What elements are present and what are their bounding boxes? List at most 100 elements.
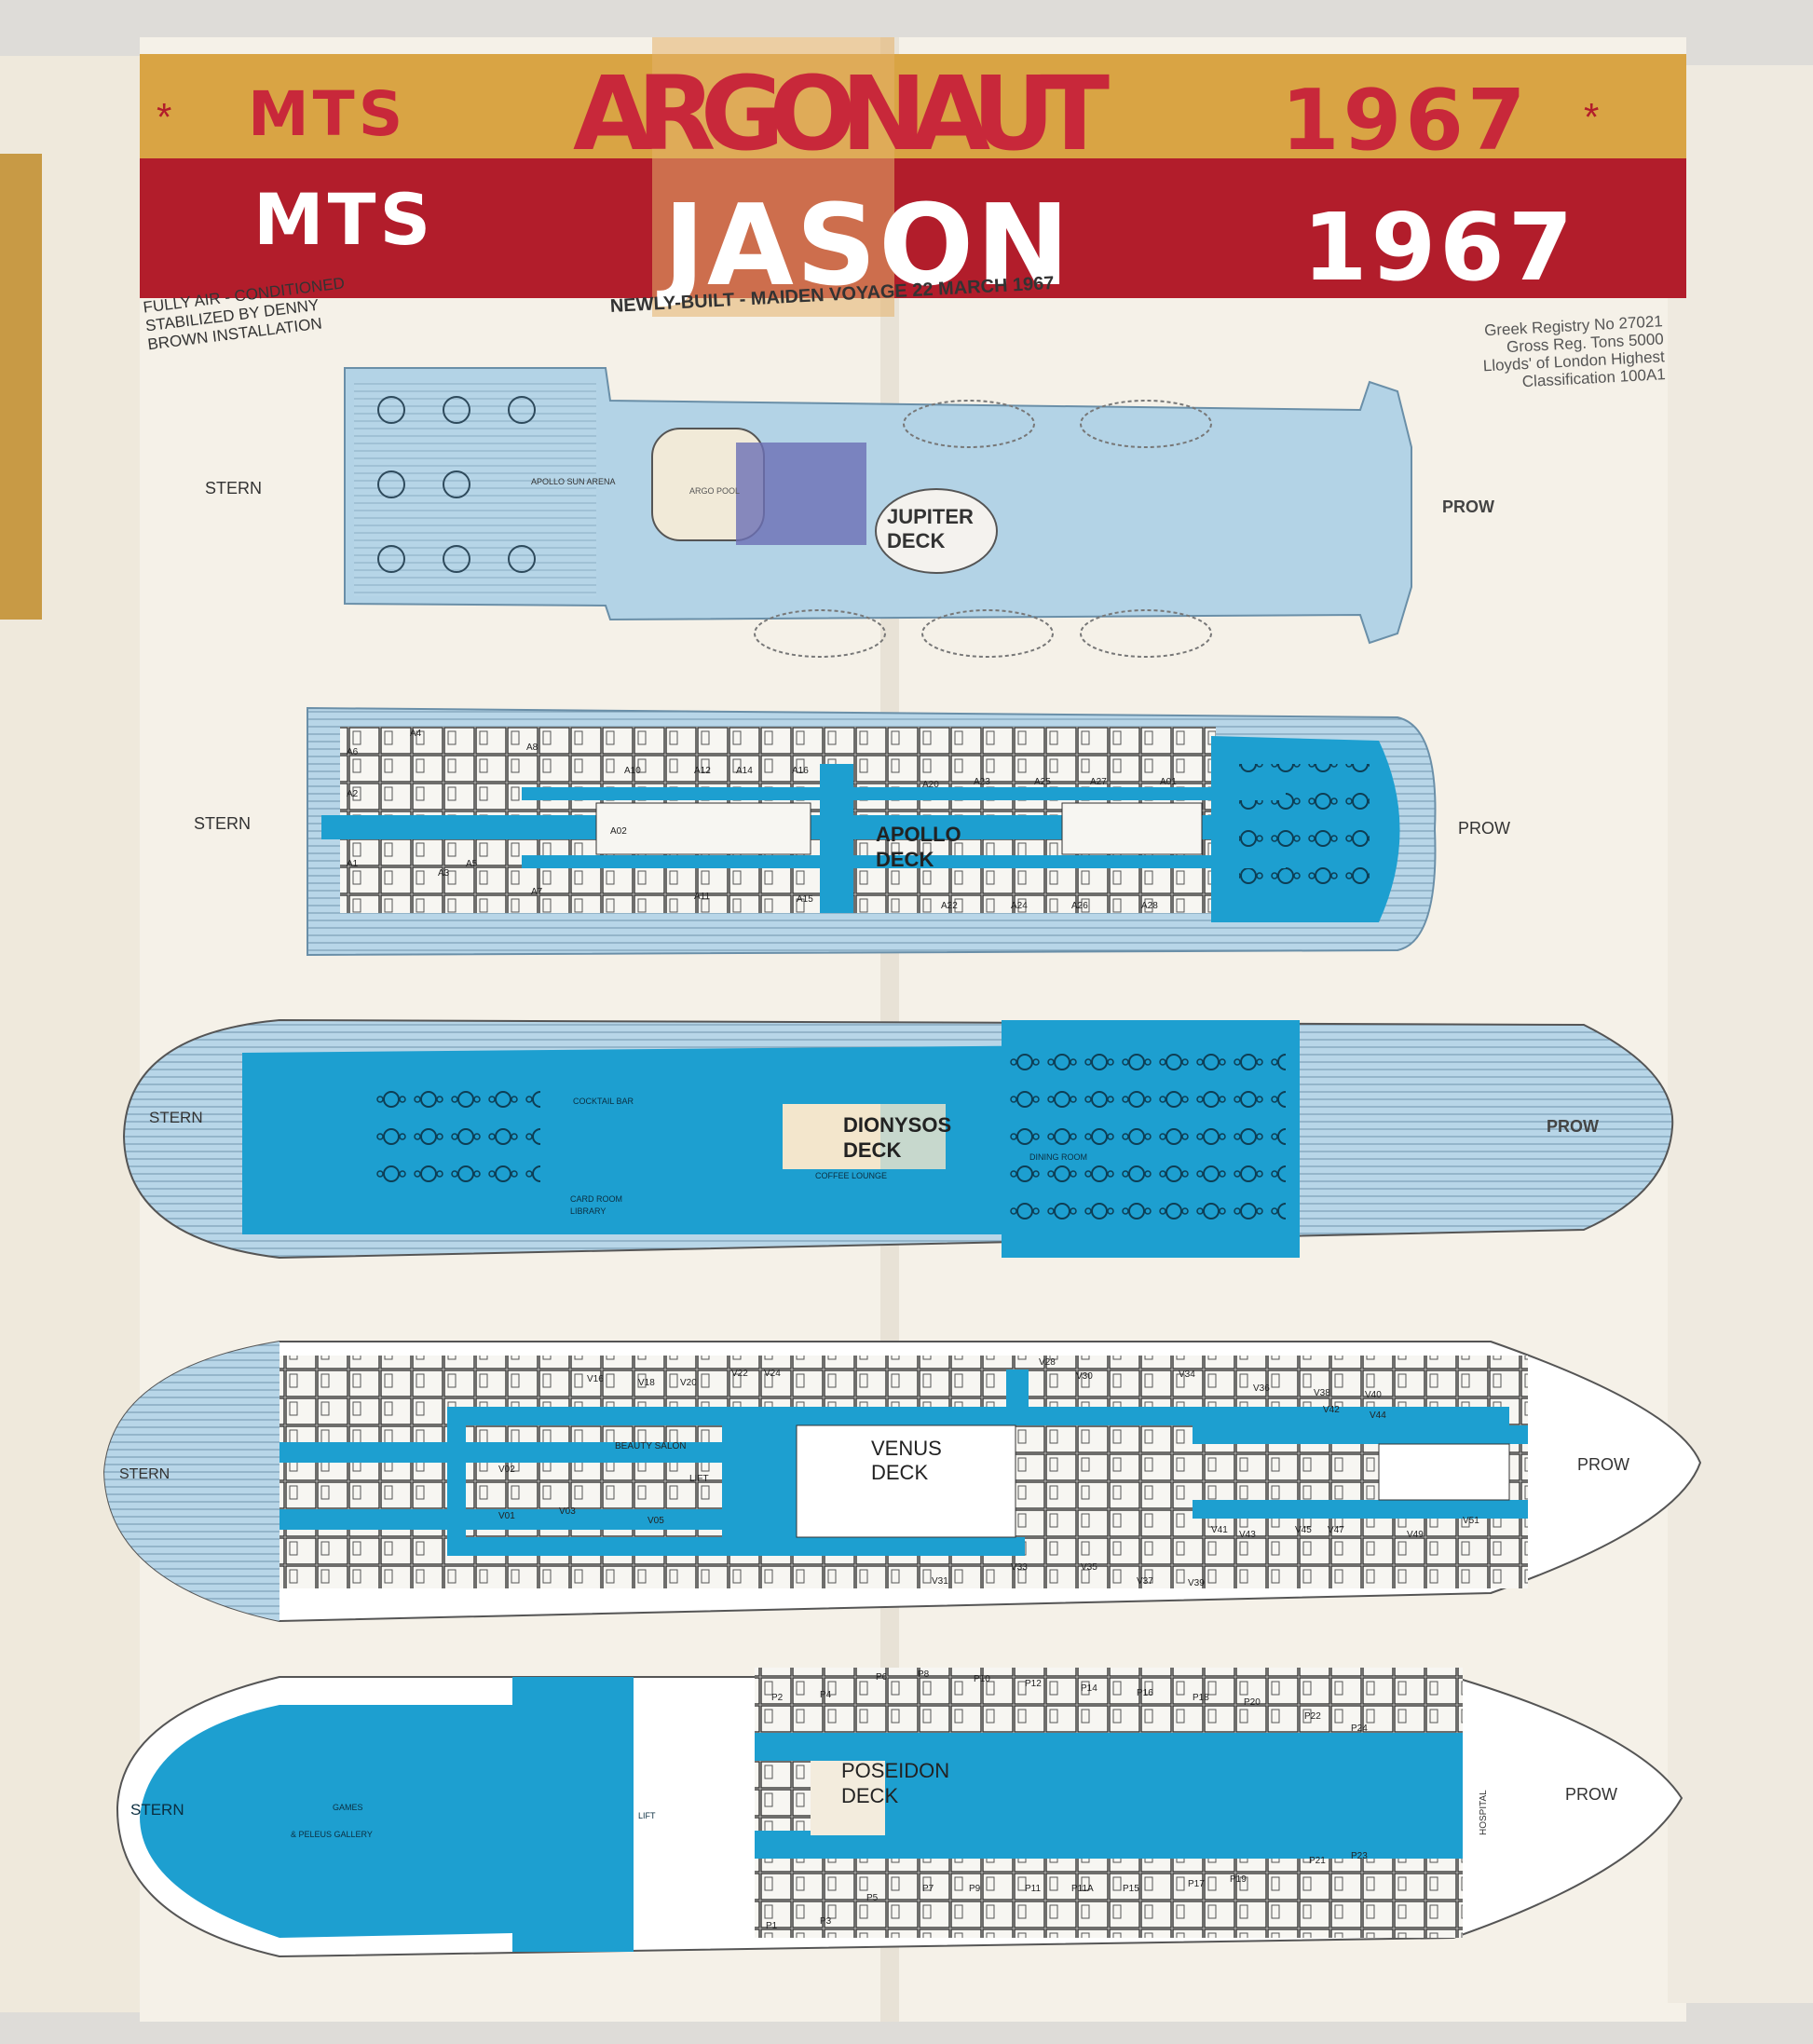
svg-text:V43: V43: [1239, 1530, 1256, 1540]
svg-text:P15: P15: [1123, 1884, 1139, 1894]
svg-text:P16: P16: [1137, 1688, 1153, 1698]
svg-text:A01: A01: [1160, 777, 1177, 787]
svg-text:V36: V36: [1253, 1383, 1270, 1394]
svg-text:V24: V24: [764, 1369, 781, 1379]
right-note: Greek Registry No 27021 Gross Reg. Tons …: [1482, 312, 1666, 390]
cabin-numbers: P2 P4 P6 P8 P10 P12 P14 P16 P18 P20 P22 …: [766, 1669, 1368, 1931]
svg-text:A15: A15: [797, 894, 813, 905]
svg-text:P22: P22: [1304, 1711, 1321, 1722]
svg-text:A16: A16: [792, 766, 809, 776]
svg-text:APOLLO SUN ARENA: APOLLO SUN ARENA: [531, 477, 616, 486]
svg-text:P1: P1: [766, 1921, 778, 1931]
prow-label: PROW: [1547, 1117, 1599, 1136]
svg-text:P8: P8: [918, 1669, 930, 1680]
main-band-year: 1967: [1302, 193, 1576, 302]
svg-text:V01: V01: [498, 1511, 515, 1521]
svg-text:DECK: DECK: [843, 1138, 901, 1162]
svg-text:V30: V30: [1076, 1371, 1093, 1382]
main-band-prefix: MTS: [253, 178, 434, 261]
venus-deck-plan[interactable]: STERN PROW VENUS DECK BEAUTY SALON LIFT …: [102, 1341, 1702, 1623]
svg-text:A10: A10: [624, 766, 641, 776]
svg-text:COFFEE LOUNGE: COFFEE LOUNGE: [815, 1171, 887, 1180]
svg-text:P17: P17: [1188, 1879, 1205, 1889]
svg-text:BEAUTY SALON: BEAUTY SALON: [615, 1441, 687, 1451]
svg-text:V31: V31: [932, 1576, 948, 1587]
svg-text:A6: A6: [347, 747, 359, 757]
svg-text:P19: P19: [1230, 1874, 1247, 1885]
asterisk-ornament: *: [1584, 95, 1599, 139]
svg-text:V35: V35: [1081, 1562, 1097, 1573]
svg-text:P21: P21: [1309, 1856, 1326, 1866]
cabin-numbers: A1 A2 A3 A4 A5 A6 A7 A8 A10 A11 A12 A14 …: [347, 729, 1177, 911]
svg-text:A28: A28: [1141, 901, 1158, 911]
svg-text:P24: P24: [1351, 1724, 1368, 1734]
svg-text:A7: A7: [531, 887, 543, 897]
svg-text:P20: P20: [1244, 1697, 1261, 1708]
prow-label: PROW: [1565, 1785, 1617, 1804]
dionysos-deck-plan[interactable]: STERN PROW DIONYSOS DECK COCKTAIL BAR CA…: [122, 1018, 1674, 1260]
svg-text:V22: V22: [731, 1369, 748, 1379]
stern-label: STERN: [205, 479, 262, 497]
svg-text:V49: V49: [1407, 1530, 1424, 1540]
svg-text:DECK: DECK: [876, 848, 934, 871]
svg-text:P18: P18: [1193, 1693, 1209, 1703]
svg-text:A3: A3: [438, 868, 450, 879]
svg-text:A23: A23: [974, 777, 990, 787]
poseidon-deck-plan[interactable]: STERN PROW POSEIDON DECK GAMES & PELEUS …: [116, 1668, 1684, 1958]
svg-text:P4: P4: [820, 1690, 832, 1700]
gold-band: [140, 54, 1686, 158]
svg-text:A26: A26: [1071, 901, 1088, 911]
svg-text:P6: P6: [876, 1672, 888, 1683]
svg-text:V39: V39: [1188, 1578, 1205, 1588]
stern-label: STERN: [149, 1109, 203, 1126]
svg-text:LIBRARY: LIBRARY: [570, 1206, 606, 1216]
stern-label: STERN: [130, 1801, 184, 1819]
top-band-year: 1967: [1281, 72, 1530, 170]
svg-text:V03: V03: [559, 1506, 576, 1517]
svg-text:V34: V34: [1179, 1369, 1195, 1380]
svg-text:A27: A27: [1090, 777, 1107, 787]
svg-text:V16: V16: [587, 1374, 604, 1384]
svg-text:DECK: DECK: [871, 1461, 928, 1484]
svg-text:P9: P9: [969, 1884, 981, 1894]
svg-text:P14: P14: [1081, 1683, 1097, 1694]
svg-text:P7: P7: [922, 1884, 934, 1894]
svg-text:V47: V47: [1328, 1525, 1344, 1535]
svg-text:P10: P10: [974, 1674, 990, 1684]
deck-name: POSEIDON: [841, 1759, 949, 1782]
svg-text:A24: A24: [1011, 901, 1028, 911]
svg-text:A12: A12: [694, 766, 711, 776]
svg-text:LIFT: LIFT: [689, 1474, 709, 1484]
top-band-prefix: MTS: [248, 78, 406, 150]
deck-name: JUPITER: [887, 505, 974, 528]
svg-text:V45: V45: [1295, 1525, 1312, 1535]
svg-text:CARD ROOM: CARD ROOM: [570, 1194, 622, 1204]
svg-text:P23: P23: [1351, 1851, 1368, 1861]
apollo-deck-plan[interactable]: STERN PROW APOLLO DECK A1 A2 A3 A4 A5 A6…: [194, 706, 1510, 957]
svg-text:A8: A8: [526, 743, 538, 753]
jupiter-deck-plan[interactable]: STERN PROW JUPITER DECK ARGO POOL APOLLO…: [205, 367, 1494, 658]
svg-text:P12: P12: [1025, 1679, 1042, 1689]
prow-label: PROW: [1442, 497, 1494, 516]
svg-text:COCKTAIL BAR: COCKTAIL BAR: [573, 1097, 634, 1106]
svg-text:DINING ROOM: DINING ROOM: [1029, 1152, 1087, 1162]
svg-text:A2: A2: [347, 789, 359, 799]
svg-text:P5: P5: [866, 1893, 879, 1903]
svg-text:V02: V02: [498, 1465, 515, 1475]
svg-text:A22: A22: [941, 901, 958, 911]
svg-text:A11: A11: [694, 892, 710, 902]
svg-text:V18: V18: [638, 1378, 655, 1388]
top-band-ship: ARGONAUT: [573, 54, 1113, 173]
red-band: [140, 158, 1686, 298]
deck-name: DIONYSOS: [843, 1113, 951, 1137]
svg-text:V44: V44: [1370, 1410, 1386, 1421]
svg-text:V37: V37: [1137, 1576, 1153, 1587]
svg-text:LIFT: LIFT: [638, 1811, 656, 1820]
svg-text:A25: A25: [1034, 777, 1051, 787]
svg-text:A1: A1: [347, 859, 359, 869]
svg-text:V38: V38: [1314, 1388, 1330, 1398]
svg-text:V40: V40: [1365, 1390, 1382, 1400]
svg-text:GAMES: GAMES: [333, 1803, 363, 1812]
svg-text:V33: V33: [1011, 1562, 1028, 1573]
